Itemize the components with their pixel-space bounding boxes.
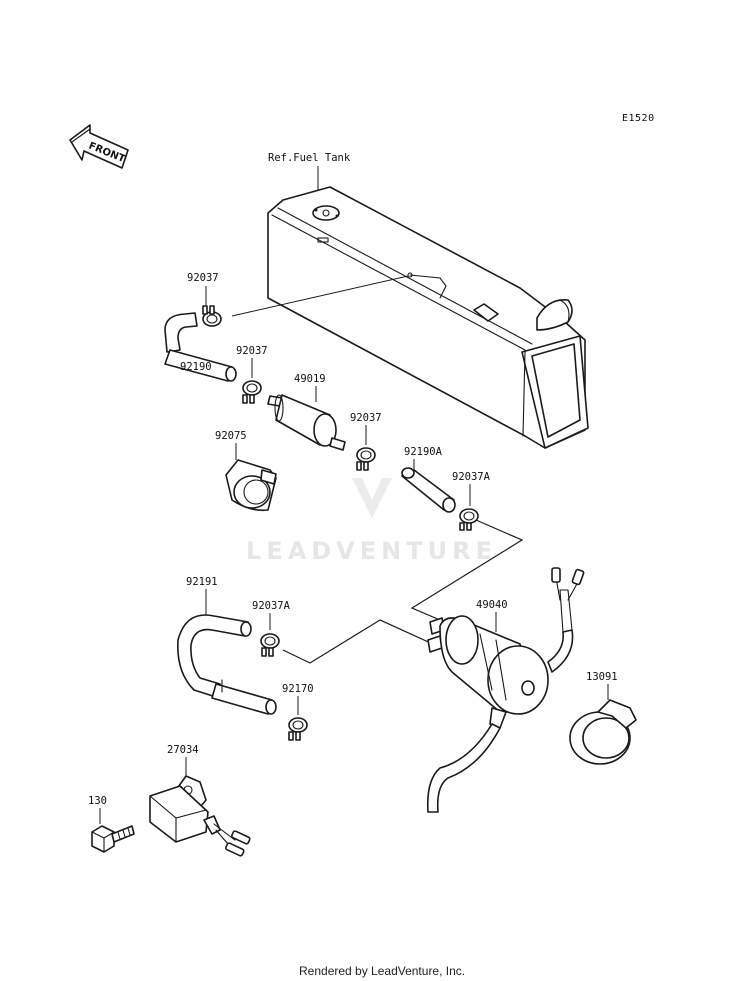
hose-short-label: 92190 xyxy=(180,361,212,373)
hose-short xyxy=(164,312,237,382)
clamp-mid xyxy=(459,508,479,531)
fuel-pump-label: 49040 xyxy=(476,599,508,611)
clamp-filter-in xyxy=(242,380,262,404)
hose-long xyxy=(177,614,277,715)
tank-to-hose-leader xyxy=(231,275,409,317)
bolt xyxy=(91,825,135,853)
hose-end-clamp xyxy=(288,717,308,741)
clamp-filter-in-label: 92037 xyxy=(236,345,268,357)
relay xyxy=(149,775,251,857)
fuel-tank xyxy=(267,186,589,449)
bracket xyxy=(225,459,277,512)
hose-mid-to-pump-line xyxy=(410,519,524,621)
diagram-code: E1520 xyxy=(622,113,655,124)
watermark: LEADVENTURE xyxy=(246,478,497,565)
fuel-pump xyxy=(426,567,585,813)
footer-credit: Rendered by LeadVenture, Inc. xyxy=(299,964,465,978)
clamp-filter-out-label: 92037 xyxy=(350,412,382,424)
clamp-filter-out xyxy=(356,447,376,471)
clamp-lower-label: 92037A xyxy=(252,600,291,612)
hose-mid xyxy=(401,467,456,513)
clamp-upper-label: 92037 xyxy=(187,272,219,284)
fuel-filter xyxy=(267,394,346,451)
clamp-mid-label: 92037A xyxy=(452,471,491,483)
hose-mid-label: 92190A xyxy=(404,446,443,458)
relay-label: 27034 xyxy=(167,744,199,756)
ref-fuel-tank-label: Ref.Fuel Tank xyxy=(268,152,351,164)
watermark-logo-icon xyxy=(352,478,392,518)
front-arrow-icon: FRONT xyxy=(69,124,129,169)
hose-long-to-pump-line xyxy=(282,619,436,664)
pump-band xyxy=(569,699,637,765)
clamp-upper xyxy=(202,305,222,327)
watermark-text: LEADVENTURE xyxy=(246,537,497,565)
fuel-filter-label: 49019 xyxy=(294,373,326,385)
bolt-label: 130 xyxy=(88,795,107,807)
bracket-label: 92075 xyxy=(215,430,247,442)
clamp-lower xyxy=(260,633,280,657)
pump-band-label: 13091 xyxy=(586,671,618,683)
hose-long-label: 92191 xyxy=(186,576,218,588)
hose-end-label: 92170 xyxy=(282,683,314,695)
